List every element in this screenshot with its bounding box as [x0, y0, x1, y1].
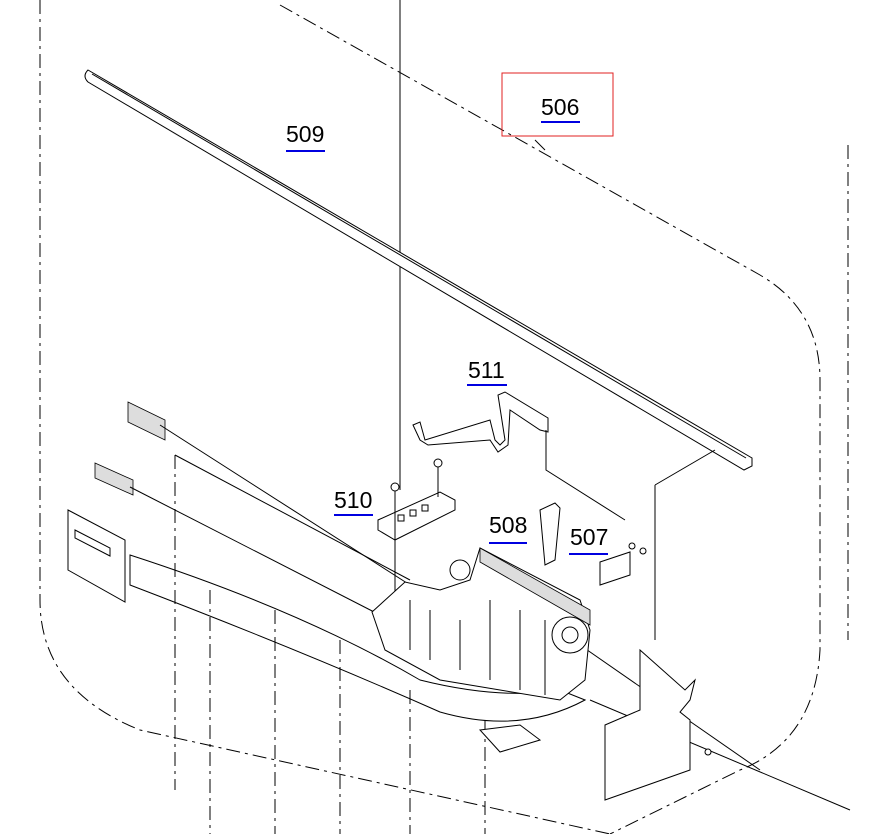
- callout-507[interactable]: 507: [569, 524, 608, 555]
- callout-506[interactable]: 506: [541, 94, 580, 123]
- plate-part: [67, 509, 126, 603]
- svg-text:506: 506: [541, 94, 579, 120]
- svg-text:510: 510: [334, 487, 372, 513]
- callout-510[interactable]: 510: [334, 487, 373, 516]
- rail-part-509: [84, 69, 753, 471]
- pad-part: [94, 462, 134, 496]
- board-part-510: [377, 458, 456, 628]
- pad-part: [127, 401, 166, 441]
- flat-cable: [129, 554, 587, 722]
- callout-508[interactable]: 508: [489, 512, 527, 544]
- cable-part-511: [412, 391, 626, 521]
- mechanism-part-508: [371, 502, 591, 753]
- svg-text:511: 511: [468, 357, 505, 383]
- bracket-part: [604, 648, 696, 801]
- sensor-part-507: [599, 542, 647, 586]
- callout-509[interactable]: 509: [286, 121, 325, 152]
- svg-text:509: 509: [286, 121, 324, 147]
- screw-icon: [704, 748, 712, 756]
- callout-506-highlight[interactable]: [501, 72, 614, 137]
- svg-text:507: 507: [570, 524, 608, 550]
- leader-lines: [129, 139, 851, 834]
- housing-outline: [39, 0, 821, 834]
- callout-511[interactable]: 511: [467, 357, 507, 386]
- svg-text:508: 508: [489, 512, 527, 538]
